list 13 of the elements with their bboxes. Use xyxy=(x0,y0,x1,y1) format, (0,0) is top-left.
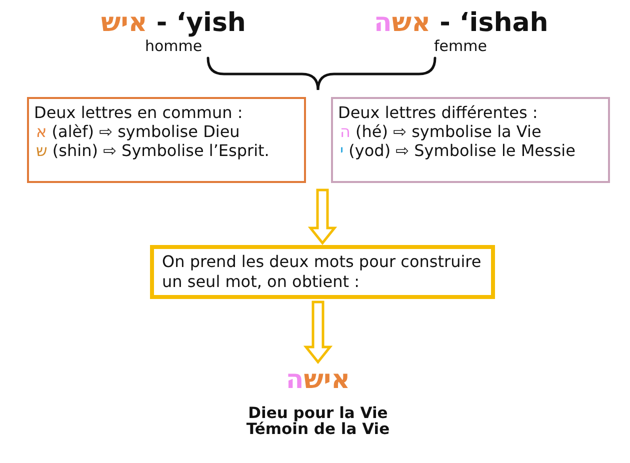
hebrew-word: אישה xyxy=(286,365,350,395)
info-box xyxy=(27,97,306,183)
instruction-text: On prend les deux mots pour construire un seul mot, on obtient : xyxy=(162,252,482,292)
hollow-arrow xyxy=(303,300,333,364)
word-translation: homme xyxy=(145,38,202,54)
info-box xyxy=(331,97,610,183)
box-heading: Deux lettres en commun : xyxy=(34,103,244,122)
word-translation: femme xyxy=(434,38,487,54)
meaning-text: Témoin de la Vie xyxy=(246,420,390,438)
meaning-text: Dieu pour la Vie xyxy=(248,404,388,422)
hollow-arrow xyxy=(308,188,338,245)
box-heading: Deux lettres différentes : xyxy=(338,103,539,122)
instruction-box xyxy=(150,245,495,299)
